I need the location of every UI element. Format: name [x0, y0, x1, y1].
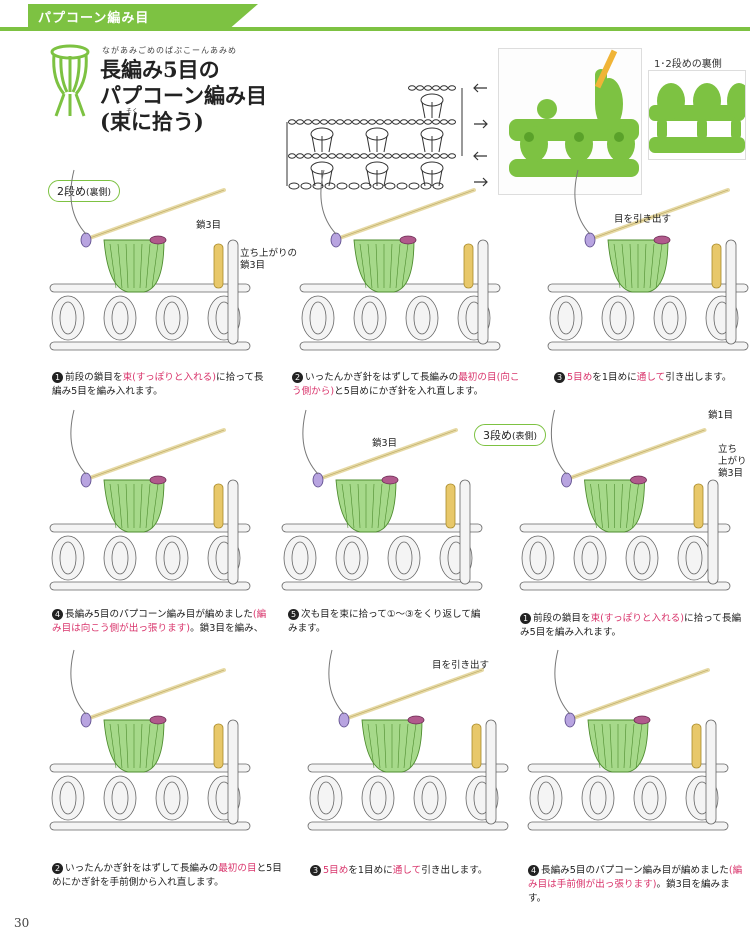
title-line-1: 長編み5目の: [100, 57, 220, 82]
label-turning-vertical: 立ち 上がり 鎖3目: [718, 444, 747, 480]
step-text: 次も目を束に拾って①〜③をくり返して編みます。: [288, 609, 481, 634]
label-turning-chain-1: 立ち上がりの: [240, 248, 298, 259]
label-turning-v1: 立ち: [718, 444, 738, 455]
title-ruby-2: そく: [126, 108, 139, 115]
photo-caption: 1･2段めの裏側: [654, 59, 722, 70]
sample-photo-back: [648, 70, 746, 160]
step-text: に拾って長編み5目を編み入れます。: [520, 613, 742, 638]
label-turning-chain-2: 鎖3目: [240, 260, 266, 271]
label-turning-chain: 立ち上がりの 鎖3目: [240, 248, 297, 272]
step-number: 1: [52, 371, 63, 383]
step-text: 引き出します。: [421, 865, 488, 876]
step-number: 2: [52, 862, 63, 874]
step-highlight: 5目め: [323, 865, 349, 876]
step-number: 5: [288, 608, 299, 620]
step-illustration-row3-1: [519, 409, 731, 591]
title-ruby: ながあみごめのぱぷこーんあみめ: [102, 46, 237, 55]
step-highlight: 最初の目: [218, 863, 257, 874]
row2-label: 2段め: [57, 185, 86, 198]
page-number: 30: [14, 916, 30, 930]
label-chain-1: 鎖1目: [708, 410, 734, 421]
step-highlight: 最初の目(向こう側から): [292, 372, 520, 397]
step-illustration-row3-4: [527, 649, 729, 831]
step-illustration-row2-4: [49, 409, 251, 591]
stitch-symbol-chart: [286, 83, 488, 190]
header-stripe: [0, 27, 750, 31]
step-text: に拾って長編み5目を編み入れます。: [52, 372, 264, 397]
step-number: 3: [554, 371, 565, 383]
popcorn-stitch-icon: [50, 44, 90, 117]
row3-section-label: 3段め(表側): [474, 424, 547, 446]
row3-side: (表側): [512, 432, 538, 442]
step-highlight: (編み目は手前側が出っ張ります): [528, 865, 743, 890]
step-number: 4: [52, 608, 63, 620]
step-text: 前段の鎖目を: [533, 613, 591, 624]
label-pull-yarn-1: 目を引き出す: [614, 214, 672, 225]
header-tab: [28, 4, 258, 28]
step-highlight: 通して: [392, 865, 422, 876]
step-illustration-row2-2: [299, 169, 501, 351]
step-illustration-row2-1: [49, 169, 251, 351]
step-text: 。鎖3目を編み、: [190, 623, 264, 634]
step-highlight: 束(すっぽりと入れる): [122, 372, 217, 383]
step-illustration-row2-3: [547, 169, 749, 351]
step-highlight: 通して: [636, 372, 666, 383]
step-number: 4: [528, 864, 539, 876]
title-line-3: (束に拾う): [100, 109, 204, 134]
step-number: 1: [520, 612, 531, 624]
step-text: いったんかぎ針をはずして長編みの: [65, 863, 219, 874]
label-turning-v2: 上がり: [718, 456, 747, 467]
step-text: 引き出します。: [665, 372, 732, 383]
step-number: 3: [310, 864, 321, 876]
sample-photo-front: [498, 48, 642, 195]
header: パプコーン編み目: [0, 0, 750, 32]
step-highlight: 束(すっぽりと入れる): [590, 613, 685, 624]
step-highlight: 5目め: [567, 372, 593, 383]
row2-section-label: 2段め(裏側): [48, 180, 121, 202]
title-line-2: パプコーン編み目: [100, 83, 267, 108]
label-pull-yarn-2: 目を引き出す: [432, 660, 490, 671]
step-text: を1目めに: [348, 865, 393, 876]
label-chain-3: 鎖3目: [196, 220, 222, 231]
label-turning-v3: 鎖3目: [718, 468, 744, 479]
step-text: 前段の鎖目を: [65, 372, 123, 383]
step-text: 長編み5目のパプコーン編み目が編めました: [65, 609, 253, 620]
header-title: パプコーン編み目: [38, 11, 150, 26]
step-text: と5目めにかぎ針を入れ直します。: [334, 386, 484, 397]
step-text: 。鎖3目を編みます。: [528, 879, 730, 904]
label-chain-3-b: 鎖3目: [372, 438, 398, 449]
step-text: いったんかぎ針をはずして長編みの: [305, 372, 459, 383]
step-text: と5目めにかぎ針を手前側から入れ直します。: [52, 863, 282, 888]
step-illustration-row3-3: [307, 649, 509, 831]
step-highlight: (編み目は向こう側が出っ張ります): [52, 609, 267, 634]
row3-label: 3段め: [483, 429, 512, 442]
step-text: 長編み5目のパプコーン編み目が編めました: [541, 865, 729, 876]
row2-side: (裏側): [86, 188, 112, 198]
step-illustration-row3-2: [49, 649, 251, 831]
step-illustration-row2-5: [281, 409, 483, 591]
step-text: を1目めに: [592, 372, 637, 383]
step-number: 2: [292, 371, 303, 383]
